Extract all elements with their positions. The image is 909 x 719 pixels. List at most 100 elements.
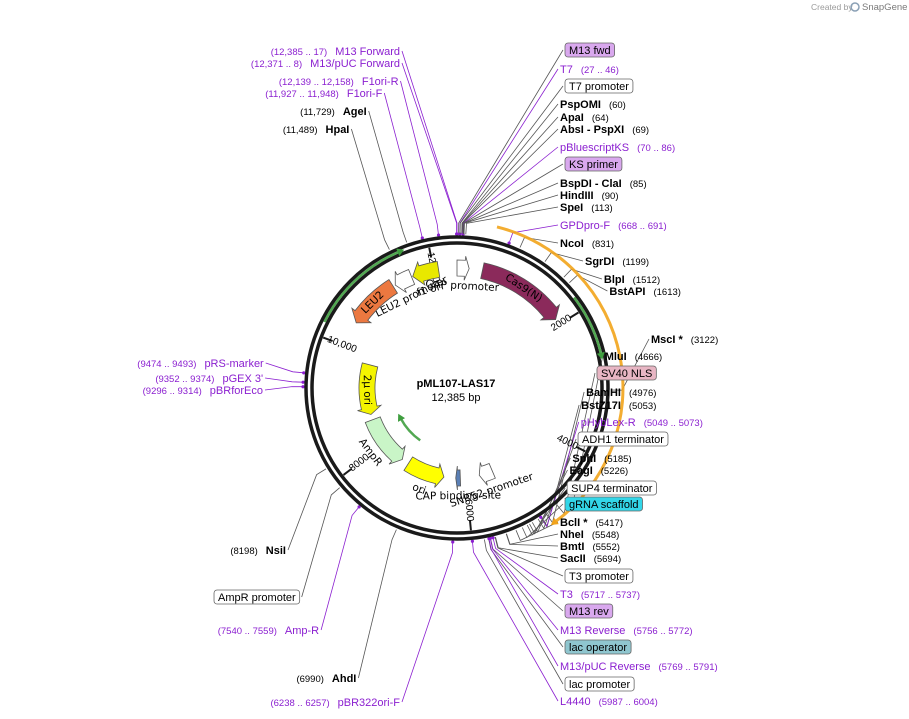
site-name: NcoI: [560, 238, 584, 250]
site-label-lac-operator[interactable]: lac operator: [564, 639, 632, 655]
site-position: (5769 .. 5791): [658, 662, 717, 673]
leader-line: [494, 537, 564, 577]
site-label-sup4-terminator[interactable]: SUP4 terminator: [566, 480, 657, 496]
site-position: (27 .. 46): [581, 65, 619, 76]
site-name: BlpI: [604, 274, 625, 286]
primer-site-marker: [420, 236, 424, 240]
site-name: SUP4 terminator: [571, 483, 653, 495]
primer-site-marker: [357, 505, 361, 509]
site-label-gpdpro-f[interactable]: GPDpro-F(668 .. 691): [560, 220, 667, 232]
primer-site-marker: [491, 536, 495, 540]
site-name: lac operator: [569, 642, 627, 654]
site-position: (11,489): [283, 125, 318, 136]
site-label-t3-promoter[interactable]: T3 promoter: [564, 568, 634, 584]
site-label-blpi[interactable]: BlpI(1512): [604, 274, 660, 286]
site-label-sacii[interactable]: SacII(5694): [560, 553, 621, 565]
site-label-pspomi[interactable]: PspOMI(60): [560, 99, 626, 111]
leader-line: [472, 541, 559, 702]
primer-site-marker: [451, 540, 455, 544]
feature-tag-box: [577, 431, 669, 447]
site-label-pbr322ori-f[interactable]: pBR322ori-F(6238 .. 6257): [270, 697, 400, 709]
site-label-absi-pspxi[interactable]: AbsI - PspXI(69): [560, 124, 649, 136]
feature-tag-box: [564, 676, 635, 692]
feature-ori: [403, 456, 445, 488]
site-label-f1ori-r[interactable]: F1ori-R(12,139 .. 12,158): [279, 76, 399, 88]
site-label-bstapi[interactable]: BstAPI(1613): [609, 286, 681, 298]
site-label-mlui[interactable]: MluI (4666): [605, 351, 662, 363]
site-position: (831): [592, 239, 614, 250]
site-position: (5987 .. 6004): [599, 697, 658, 708]
site-label-sphi[interactable]: SphI(5185): [572, 453, 631, 465]
site-label-hindiii[interactable]: HindIII(90): [560, 190, 619, 202]
site-label-apai[interactable]: ApaI(64): [560, 112, 609, 124]
site-label-pbluescriptks[interactable]: pBluescriptKS(70 .. 86): [560, 142, 675, 154]
feature-label-ori: ori: [411, 481, 428, 497]
site-position: (4666): [635, 352, 662, 363]
leader-line: [401, 541, 454, 703]
site-label-ks-primer[interactable]: KS primer: [564, 156, 623, 172]
site-label-nsii[interactable]: NsiI(8198): [230, 545, 286, 557]
site-label-m13-puc-reverse[interactable]: M13/pUC Reverse(5769 .. 5791): [560, 661, 718, 673]
site-label-ahdi[interactable]: AhdI(6990): [296, 673, 356, 685]
site-label-pgex-3[interactable]: pGEX 3'(9352 .. 9374): [155, 373, 263, 385]
site-label-phyblex-r[interactable]: pHybLex-R(5049 .. 5073): [581, 417, 703, 429]
site-label-l4440[interactable]: L4440(5987 .. 6004): [560, 696, 658, 708]
site-label-sgrdi[interactable]: SgrDI(1199): [585, 256, 649, 268]
site-name: BspDI - ClaI: [560, 178, 622, 190]
site-label-m13-forward[interactable]: M13 Forward(12,385 .. 17): [271, 46, 400, 58]
site-name: Amp-R: [285, 625, 319, 637]
site-label-m13-puc-forward[interactable]: M13/pUC Forward(12,371 .. 8): [251, 58, 400, 70]
site-label-m13-fwd[interactable]: M13 fwd: [564, 42, 615, 58]
site-name: MluI: [605, 351, 627, 363]
site-label-ncoi[interactable]: NcoI (831): [560, 238, 614, 250]
snapgene-brand-text: SnapGene: [862, 2, 907, 13]
site-label-grna-scaffold[interactable]: gRNA scaffold: [564, 496, 643, 512]
site-label-bspdi-clai[interactable]: BspDI - ClaI (85): [560, 178, 647, 190]
site-label-t7[interactable]: T7 (27 .. 46): [560, 64, 619, 76]
leader-line: [563, 268, 603, 280]
feature-tag-box: [564, 156, 623, 172]
site-label-prs-marker[interactable]: pRS-marker(9474 .. 9493): [137, 358, 264, 370]
site-label-bmti[interactable]: BmtI(5552): [560, 541, 620, 553]
site-label-bcli[interactable]: BclI *(5417): [560, 517, 623, 529]
leader-line: [492, 537, 559, 595]
site-position: (668 .. 691): [618, 221, 667, 232]
feature-label-2-ori: 2μ ori: [361, 375, 374, 406]
site-name: T7 promoter: [569, 81, 629, 93]
site-name: AbsI - PspXI: [560, 124, 624, 136]
leader-line: [484, 539, 564, 685]
site-label-eagi[interactable]: EagI(5226): [570, 465, 629, 477]
feature-leu2-promoter: [394, 268, 416, 293]
site-label-t7-promoter[interactable]: T7 promoter: [564, 78, 634, 94]
site-label-spei[interactable]: SpeI(113): [560, 202, 613, 214]
site-position: (85): [630, 179, 647, 190]
site-name: T7: [560, 64, 573, 76]
tick-mark: [468, 520, 472, 531]
site-label-msci[interactable]: MscI *(3122): [651, 334, 718, 346]
site-position: (1613): [653, 287, 680, 298]
site-label-agei[interactable]: AgeI(11,729): [300, 106, 367, 118]
site-label-lac-promoter[interactable]: lac promoter: [564, 676, 635, 692]
leader-line: [401, 50, 458, 234]
site-label-bamhi[interactable]: BamHI(4976): [586, 387, 656, 399]
feature-cas9-n: [480, 262, 561, 321]
site-label-sv40-nls[interactable]: SV40 NLS: [596, 365, 657, 381]
site-label-amp-r[interactable]: Amp-R(7540 .. 7559): [218, 625, 319, 637]
leader-line: [320, 506, 360, 631]
site-label-hpai[interactable]: HpaI(11,489): [283, 124, 350, 136]
site-label-pbrforeco[interactable]: pBRforEco(9296 .. 9314): [143, 385, 263, 397]
site-position: (1199): [622, 257, 649, 268]
feature-tag-box: [564, 568, 634, 584]
site-label-f1ori-f[interactable]: F1ori-F(11,927 .. 11,948): [265, 88, 382, 100]
site-label-ampr-promoter[interactable]: AmpR promoter: [213, 589, 301, 605]
site-label-adh1-terminator[interactable]: ADH1 terminator: [577, 431, 669, 447]
site-name: F1ori-R: [362, 76, 399, 88]
site-label-nhei[interactable]: NheI(5548): [560, 529, 619, 541]
site-label-m13-reverse[interactable]: M13 Reverse(5756 .. 5772): [560, 625, 693, 637]
site-label-t3[interactable]: T3(5717 .. 5737): [560, 589, 640, 601]
orf-arrowhead: [397, 413, 406, 422]
site-label-m13-rev[interactable]: M13 rev: [564, 603, 614, 619]
feature-label-gap-promoter: GAP promoter: [425, 278, 500, 294]
site-label-bstz17i[interactable]: BstZ17I(5053): [581, 400, 656, 412]
orf-arc: [573, 296, 603, 356]
